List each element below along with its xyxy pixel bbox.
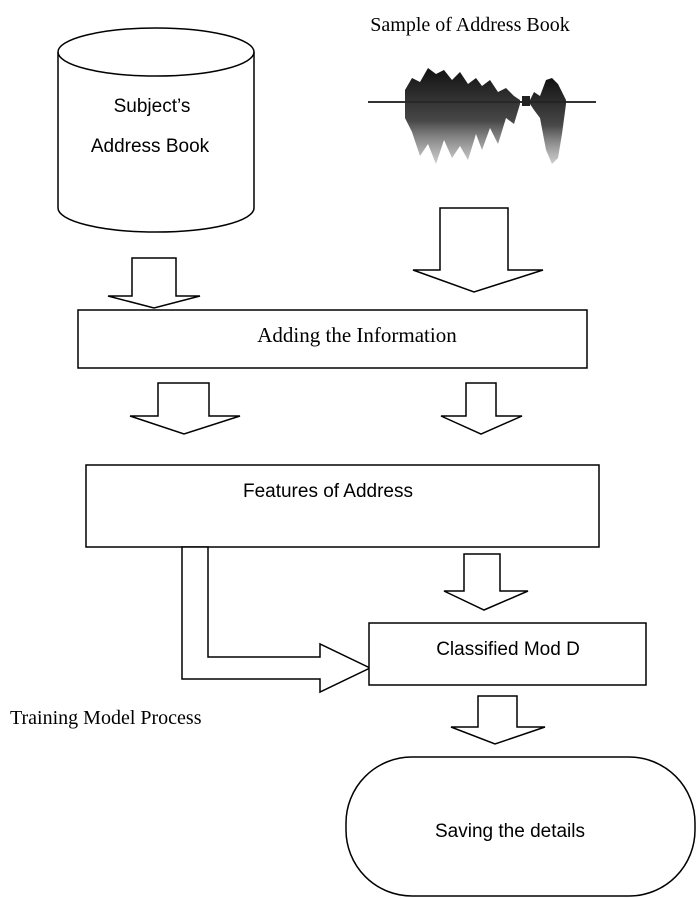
saving-details-terminal: Saving the details — [345, 756, 696, 897]
database-label-line1: Subject’s — [114, 96, 191, 117]
classified-model-process: Classified Mod D — [368, 622, 647, 686]
sample-label: Sample of Address Book — [370, 14, 569, 36]
arrow-down-icon — [450, 695, 546, 745]
arrow-down-icon — [107, 257, 201, 309]
waveform-icon — [368, 68, 596, 164]
training-path-arrow-icon — [181, 546, 372, 694]
arrow-down-icon — [440, 382, 523, 435]
database-label-line2: Address Book — [91, 136, 210, 157]
address-book-database: Subject’s Address Book — [57, 27, 255, 233]
classified-model-label: Classified Mod D — [436, 639, 580, 660]
adding-information-label: Adding the Information — [257, 323, 457, 347]
arrow-down-icon — [129, 382, 241, 435]
adding-information-process: Adding the Information — [77, 309, 588, 369]
training-model-label: Training Model Process — [10, 707, 202, 729]
arrow-down-icon — [412, 207, 544, 293]
arrow-down-icon — [443, 553, 529, 611]
features-of-address-process: Features of Address — [85, 464, 600, 548]
features-of-address-label: Features of Address — [243, 481, 413, 502]
saving-details-label: Saving the details — [435, 821, 585, 842]
